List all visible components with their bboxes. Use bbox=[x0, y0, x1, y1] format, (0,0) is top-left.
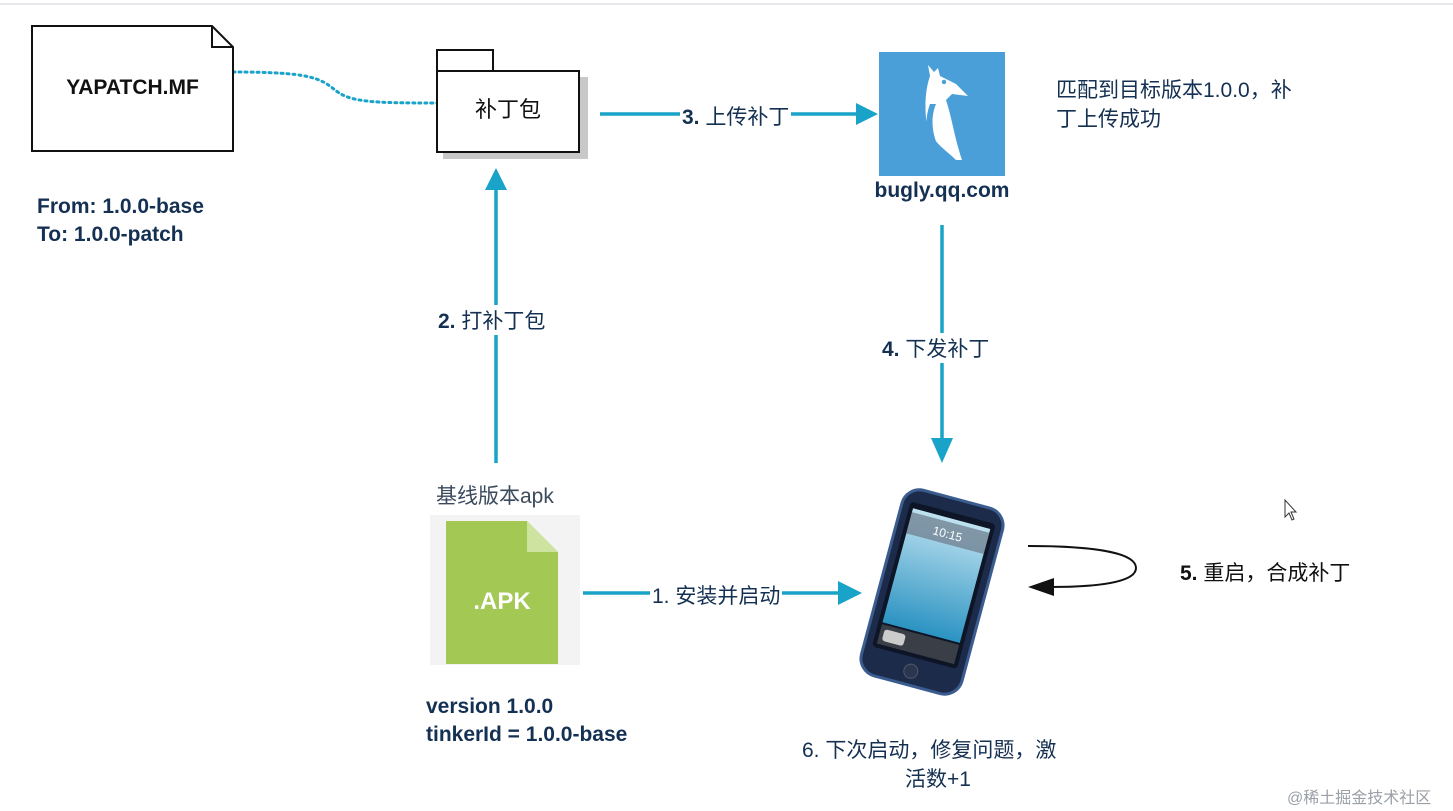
step3-label: 3. 上传补丁 bbox=[680, 101, 792, 131]
step5-label: 5. 重启，合成补丁 bbox=[1178, 557, 1353, 587]
watermark: @稀土掘金技术社区 bbox=[1287, 790, 1432, 807]
step1-label: 1. 安装并启动 bbox=[650, 580, 783, 610]
step6-line2: 活数+1 bbox=[905, 768, 971, 791]
step2-label: 2. 打补丁包 bbox=[436, 305, 548, 335]
arrow-restart bbox=[1027, 545, 1138, 588]
bugly-note-line2: 丁上传成功 bbox=[1056, 108, 1161, 131]
apk-tinker-id: tinkerId = 1.0.0-base bbox=[426, 723, 628, 746]
manifest-from: From: 1.0.0-base bbox=[37, 195, 204, 218]
step6-line1: 6. 下次启动，修复问题，激 bbox=[802, 739, 1057, 762]
manifest-to: To: 1.0.0-patch bbox=[37, 223, 184, 246]
top-border bbox=[0, 3, 1453, 5]
bugly-note-line1: 匹配到目标版本1.0.0，补 bbox=[1056, 79, 1292, 102]
woodpecker-icon bbox=[925, 65, 968, 160]
bugly-label: bugly.qq.com bbox=[874, 179, 1010, 202]
apk-icon-text: .APK bbox=[473, 588, 531, 615]
patch-package-label: 补丁包 bbox=[474, 97, 541, 122]
dotted-link bbox=[231, 70, 439, 105]
apk-caption: 基线版本apk bbox=[436, 485, 554, 508]
step4-label: 4. 下发补丁 bbox=[880, 333, 992, 363]
manifest-title: YAPATCH.MF bbox=[66, 76, 199, 99]
apk-version: version 1.0.0 bbox=[426, 695, 554, 718]
